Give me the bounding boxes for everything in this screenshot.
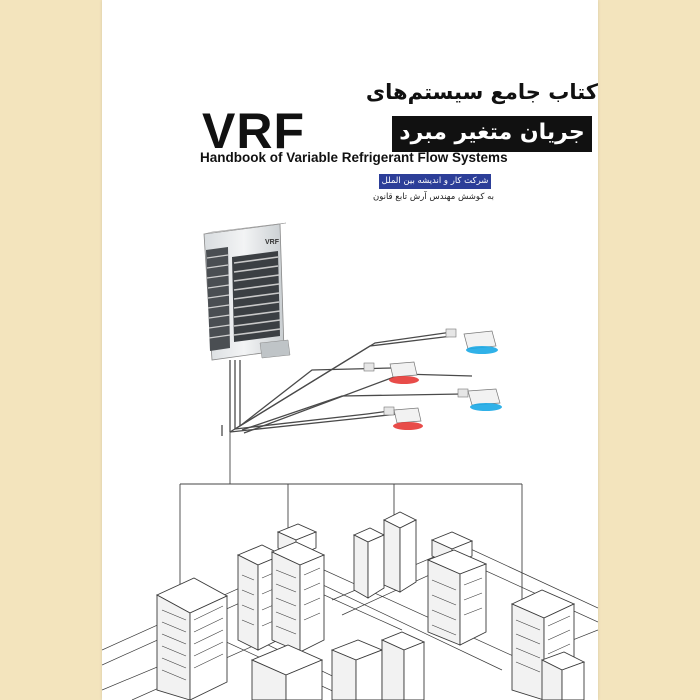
distribution-lines [179,432,523,600]
building-bottom-center [330,631,586,700]
building-right-mid [426,531,488,646]
title-persian-line-2: جریان متغیر مبرد [392,116,592,152]
building-center-cluster [352,511,418,599]
indoor-unit-cool-2 [457,388,502,411]
cover-illustration: VRF [102,222,598,700]
outdoor-unit-label: VRF [265,239,280,246]
title-acronym: VRF [202,103,305,159]
refrigerant-piping [221,331,473,436]
author-credit: به کوشش مهندس آرش تابع قانون [372,192,494,202]
building-left-tall [155,577,229,700]
title-english: Handbook of Variable Refrigerant Flow Sy… [200,150,508,165]
publisher-badge: شرکت کار و اندیشه بین الملل [379,174,491,189]
title-persian-line-1: کتاب جامع سیستم‌های [365,80,598,104]
building-bottom-left [250,644,324,700]
outdoor-ac-unit-icon: VRF [203,222,291,361]
indoor-unit-heat-1 [363,361,419,384]
book-cover: VRF [102,0,598,700]
building-right-tall [510,589,576,700]
indoor-unit-heat-2 [383,406,423,430]
building-center-tall [270,523,326,653]
isometric-city-icon [102,511,598,700]
indoor-unit-cool-1 [445,328,498,354]
cassette-ac-unit-icon [363,328,502,430]
